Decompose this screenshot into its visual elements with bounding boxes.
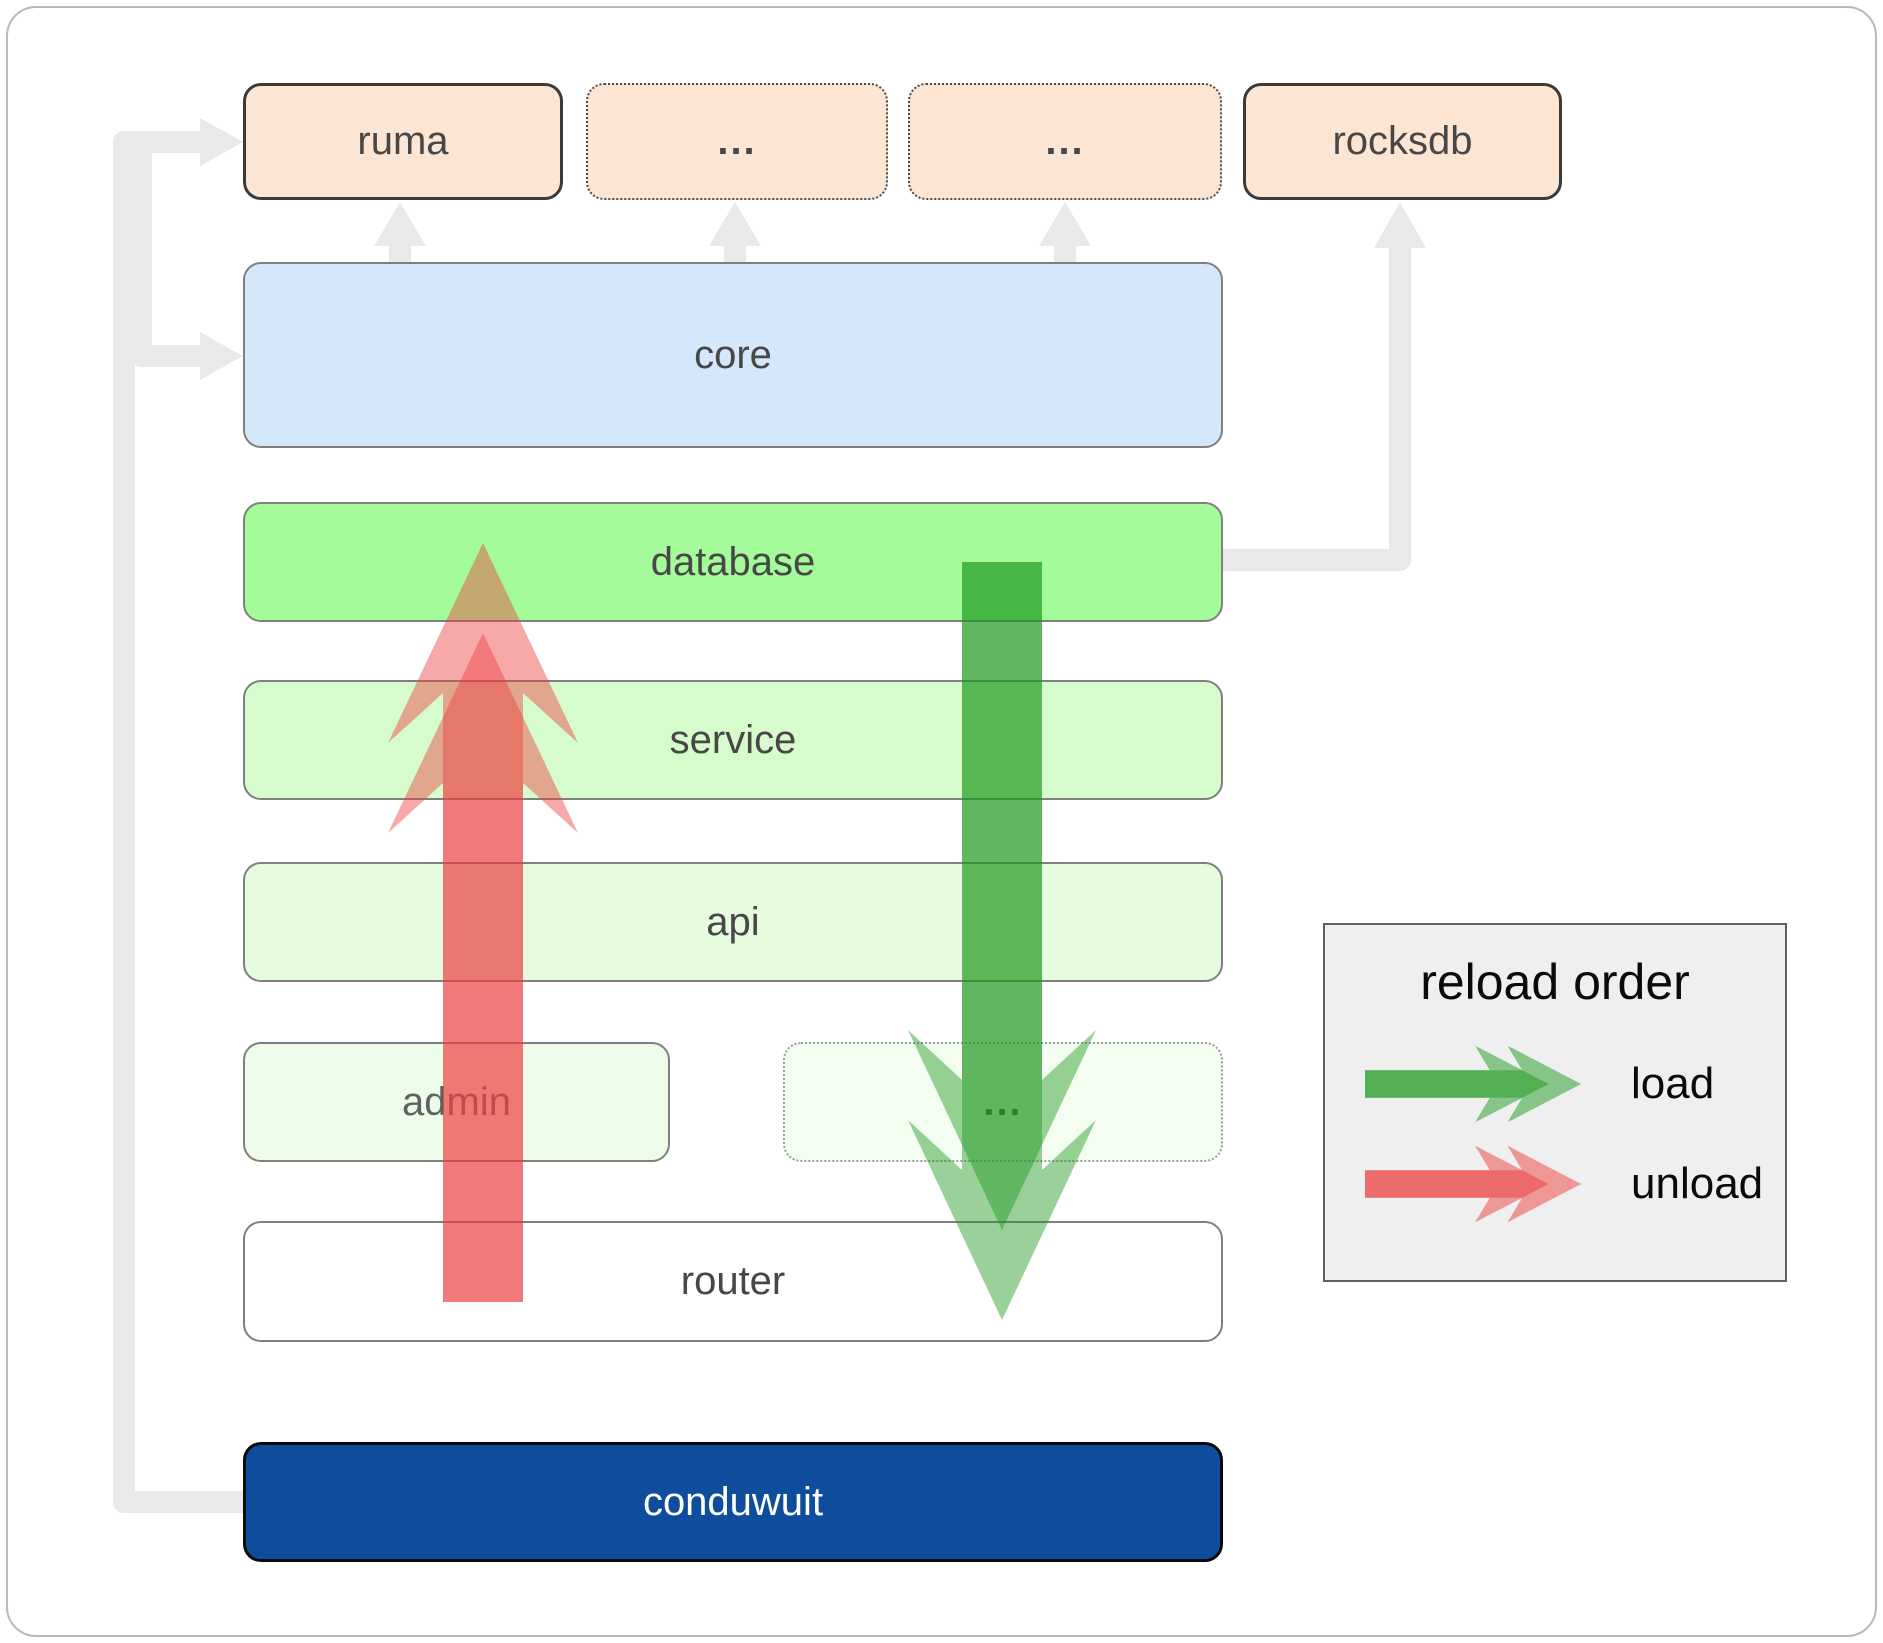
node-api-label: api	[706, 899, 760, 944]
node-ruma-label: ruma	[357, 119, 449, 163]
unload-arrow-legend-icon	[1364, 1145, 1582, 1223]
node-service-label: service	[669, 717, 797, 762]
diagram-frame	[6, 6, 1877, 1637]
node-ellipsis-top-b-label: ...	[1045, 119, 1085, 163]
node-database-label: database	[650, 539, 816, 584]
node-conduwuit-label: conduwuit	[642, 1479, 824, 1524]
node-ellipsis-admin-row-label: ...	[983, 1079, 1023, 1124]
load-arrow-legend-icon	[1364, 1045, 1582, 1123]
node-ruma: ruma	[243, 83, 563, 200]
node-database: database	[243, 502, 1223, 622]
legend-unload-label: unload	[1631, 1159, 1764, 1208]
node-ellipsis-top-a: ...	[586, 83, 888, 200]
legend-row-load: load	[1363, 1039, 1714, 1129]
node-admin-label: admin	[402, 1079, 511, 1124]
node-ellipsis-top-a-label: ...	[717, 119, 757, 163]
node-api: api	[243, 862, 1223, 982]
node-core: core	[243, 262, 1223, 448]
node-admin: admin	[243, 1042, 670, 1162]
node-router: router	[243, 1221, 1223, 1342]
legend-title: reload order	[1420, 954, 1690, 1010]
node-service: service	[243, 680, 1223, 800]
node-rocksdb-label: rocksdb	[1332, 119, 1473, 163]
node-ellipsis-admin-row: ...	[783, 1042, 1223, 1162]
node-core-label: core	[694, 332, 772, 377]
node-ellipsis-top-b: ...	[908, 83, 1222, 200]
legend-row-unload: unload	[1363, 1139, 1763, 1229]
node-conduwuit: conduwuit	[243, 1442, 1223, 1562]
legend: reload order load unload	[1323, 923, 1787, 1282]
node-router-label: router	[680, 1259, 786, 1303]
node-rocksdb: rocksdb	[1243, 83, 1562, 200]
legend-load-label: load	[1631, 1059, 1715, 1108]
